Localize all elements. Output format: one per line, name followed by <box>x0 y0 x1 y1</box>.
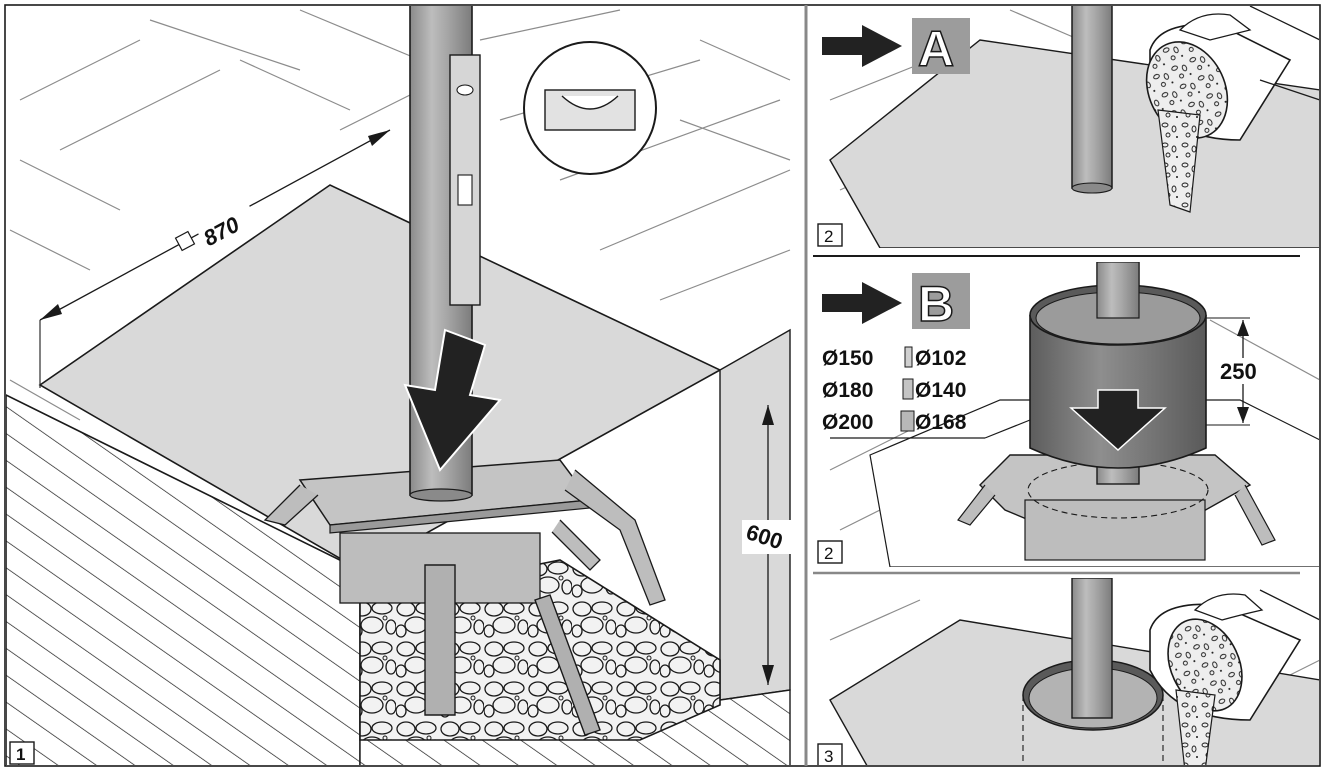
panel-1: 870 600 1 <box>6 6 796 765</box>
panel-1-number: 1 <box>16 745 25 764</box>
step-b-badge <box>912 273 970 329</box>
pipe-sleeve <box>1022 659 1164 765</box>
size-table: Ø150 Ø102 Ø180 Ø140 Ø200 Ø168 <box>822 346 967 434</box>
step-a-letter: A <box>918 21 954 77</box>
sleeve-height-label: 250 <box>1220 359 1257 384</box>
panel-2a-number: 2 <box>824 227 833 246</box>
panel-2b-number: 2 <box>824 544 833 563</box>
pole <box>1071 578 1113 719</box>
step-b-arrow <box>822 282 902 324</box>
insert-arrow <box>403 328 502 472</box>
step-a-arrow <box>822 25 902 67</box>
outer-border <box>4 4 1321 767</box>
dimension-depth: 600 <box>742 405 796 685</box>
size-inner-2: Ø140 <box>915 379 966 402</box>
panel-2a: A 2 <box>817 6 1319 248</box>
panel-3-number: 3 <box>824 747 833 766</box>
size-inner-3: Ø168 <box>915 411 967 434</box>
step-a-badge <box>912 18 970 74</box>
pouring-bucket-icon <box>1145 6 1319 213</box>
ground-anchor <box>263 459 666 736</box>
pole <box>1071 6 1113 189</box>
ground-anchor <box>957 454 1276 561</box>
size-outer-3: Ø200 <box>822 411 873 434</box>
pouring-bucket-icon <box>1149 589 1319 765</box>
size-outer-1: Ø150 <box>822 347 873 370</box>
panel-3: 3 <box>817 578 1319 766</box>
panel-2b: B Ø150 Ø102 Ø180 Ø140 Ø200 Ø168 250 2 <box>817 262 1319 567</box>
spirit-level <box>449 54 481 306</box>
spirit-level-bubble-icon <box>523 41 657 175</box>
size-outer-2: Ø180 <box>822 379 873 402</box>
size-inner-1: Ø102 <box>915 347 966 370</box>
pipe-sleeve <box>1029 262 1207 469</box>
soil-cross-section <box>6 394 361 765</box>
sleeve-height-dimension: 250 <box>1206 317 1268 426</box>
pit-side-wall <box>719 328 791 701</box>
step-b-letter: B <box>918 276 954 332</box>
